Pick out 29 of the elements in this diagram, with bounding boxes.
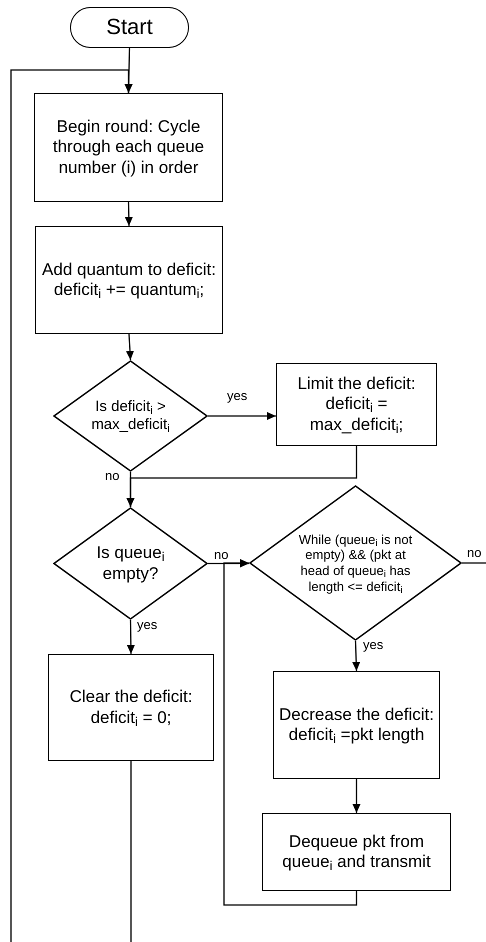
arrow — [352, 640, 360, 672]
decision-diamond — [53, 507, 208, 620]
arrow — [126, 334, 134, 360]
node-text: Dequeue pkt from queue$_{i}$ and transmit — [281, 832, 432, 872]
process-box — [273, 671, 440, 779]
arrow — [126, 620, 135, 654]
terminal-box — [70, 7, 189, 48]
process-box — [276, 363, 437, 446]
process-box — [34, 93, 223, 202]
process-box — [48, 654, 214, 761]
node-text: Decrease the deficit: deficit$_{i}$ =pkt length — [278, 704, 435, 746]
arrow — [352, 779, 360, 813]
process-box — [262, 813, 451, 891]
arrow — [208, 412, 276, 420]
arrow — [10, 69, 132, 942]
node-text: Start — [106, 14, 153, 41]
node-text: Add quantum to deficit: deficit$_{i}$ += quantum$_{i}$; — [41, 260, 217, 300]
process-box — [35, 226, 223, 334]
decision-diamond — [249, 485, 462, 641]
arrow — [124, 202, 133, 226]
node-text: Begin round: Cycle through each queue number (i) in order — [52, 116, 206, 178]
node-text: Is deficit$_{i}$ > max_deficit$_{i}$ — [90, 398, 171, 434]
node-text: Is queue$_{i}$ empty? — [95, 543, 166, 584]
arrow — [223, 559, 358, 906]
arrow — [126, 446, 358, 507]
decision-diamond — [53, 360, 208, 472]
node-text: Limit the deficit: deficit$_{i}$ = max_deficit$_{i}$; — [296, 374, 417, 436]
node-text: Clear the deficit: deficit$_{i}$ = 0; — [68, 687, 194, 728]
node-text: While (queue$_{i}$ is not empty) && (pkt at head of queue$_{i}$ has length <= deficit$_{i}$ — [298, 532, 414, 594]
